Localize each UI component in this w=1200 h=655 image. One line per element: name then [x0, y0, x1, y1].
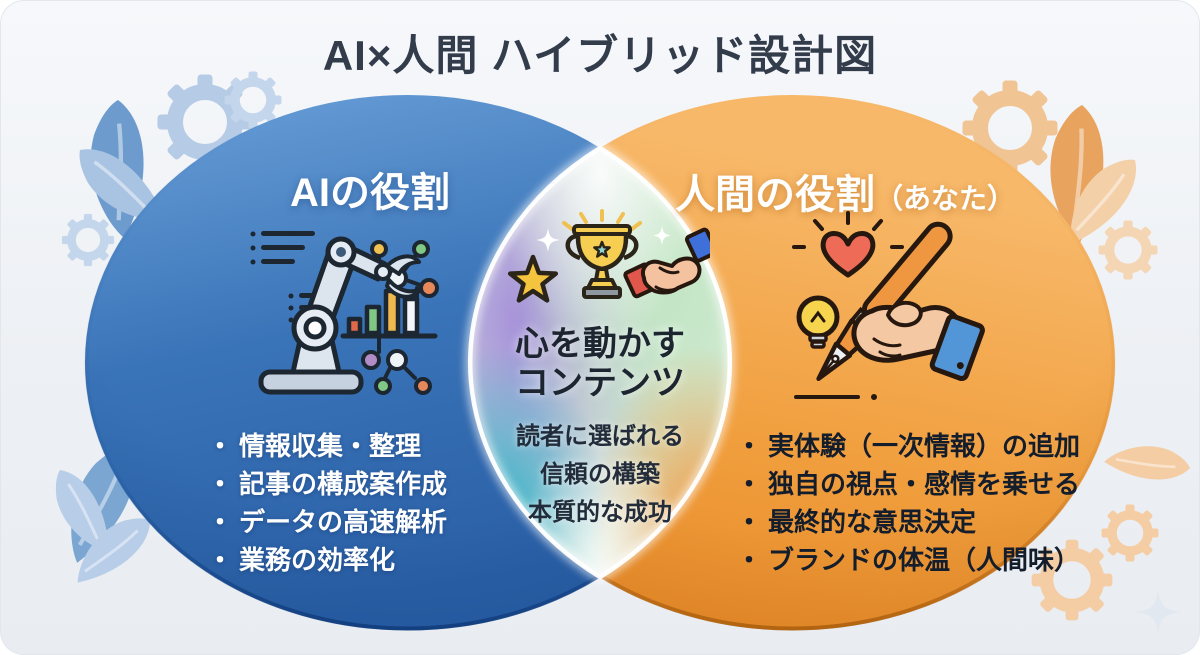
list-item-label: 情報収集・整理 [239, 431, 422, 461]
overlap-icons [507, 209, 710, 303]
overlap-heading-line1: 心を動かす [515, 325, 685, 363]
robot-arm-analytics-icon [250, 231, 439, 395]
ai-heading-label: AIの役割 [290, 171, 450, 215]
overlap-benefits-list: 読者に選ばれる 信頼の構築 本質的な成功 [450, 418, 750, 532]
ai-role-list: ・情報収集・整理 ・記事の構成案作成 ・データの高速解析 ・業務の効率化 [207, 427, 447, 579]
heart-icon [820, 231, 876, 278]
list-item: 本質的な成功 [528, 499, 672, 526]
list-item: ・ブランドの体温（人間味） [736, 541, 1080, 579]
bullet: ・ [736, 431, 763, 461]
bullet: ・ [736, 507, 763, 537]
list-item: ・実体験（一次情報）の追加 [736, 427, 1080, 465]
hand-writing-pen-icon [792, 211, 985, 400]
list-item: ・最終的な意思決定 [736, 503, 1080, 541]
list-item: ・情報収集・整理 [207, 427, 447, 465]
list-item: 読者に選ばれる [516, 423, 684, 450]
trophy-icon [565, 224, 639, 299]
shirt-cuff-icon [929, 313, 985, 382]
sparkle-icon [536, 228, 560, 252]
list-item-label: 最終的な意思決定 [768, 507, 977, 537]
list-item-label: 業務の効率化 [239, 545, 396, 575]
bullet: ・ [207, 469, 234, 499]
human-role-list: ・実体験（一次情報）の追加 ・独自の視点・感情を乗せる ・最終的な意思決定 ・ブ… [736, 427, 1080, 579]
heart-rays-icon [792, 211, 904, 249]
handshake-icon [623, 227, 710, 299]
human-heading-suffix: （あなた） [874, 183, 1015, 214]
sparkle-icon [653, 226, 671, 245]
human-circle-heading: 人間の役割（あなた） [645, 162, 1045, 220]
list-item-label: ブランドの体温（人間味） [768, 545, 1081, 575]
list-item: 信頼の構築 [540, 461, 660, 488]
overlap-heading-line2: コンテンツ [515, 364, 685, 402]
bullet: ・ [207, 507, 234, 537]
list-item-label: 実体験（一次情報）の追加 [768, 431, 1081, 461]
list-item: ・データの高速解析 [207, 503, 447, 541]
list-item-label: 記事の構成案作成 [239, 469, 448, 499]
rays-icon [562, 209, 642, 231]
robot-arm-icon [258, 236, 423, 395]
list-item-label: 独自の視点・感情を乗せる [768, 469, 1081, 499]
list-item: ・業務の効率化 [207, 541, 447, 579]
star-icon [507, 254, 559, 303]
overlap-heading: 心を動かす コンテンツ [460, 325, 740, 403]
bullet: ・ [207, 431, 234, 461]
bullet: ・ [736, 469, 763, 499]
ai-circle-heading: AIの役割 [235, 160, 505, 218]
list-item: ・記事の構成案作成 [207, 465, 447, 503]
human-heading-label: 人間の役割 [674, 173, 875, 217]
page-title: AI×人間 ハイブリッド設計図 [322, 32, 878, 79]
list-item: ・独自の視点・感情を乗せる [736, 465, 1080, 503]
overlap-lens [464, 141, 736, 584]
lightbulb-icon [796, 295, 840, 349]
bullet: ・ [736, 545, 763, 575]
bullet: ・ [207, 545, 234, 575]
list-item-label: データの高速解析 [239, 507, 448, 537]
ground-line-icon [794, 394, 877, 400]
